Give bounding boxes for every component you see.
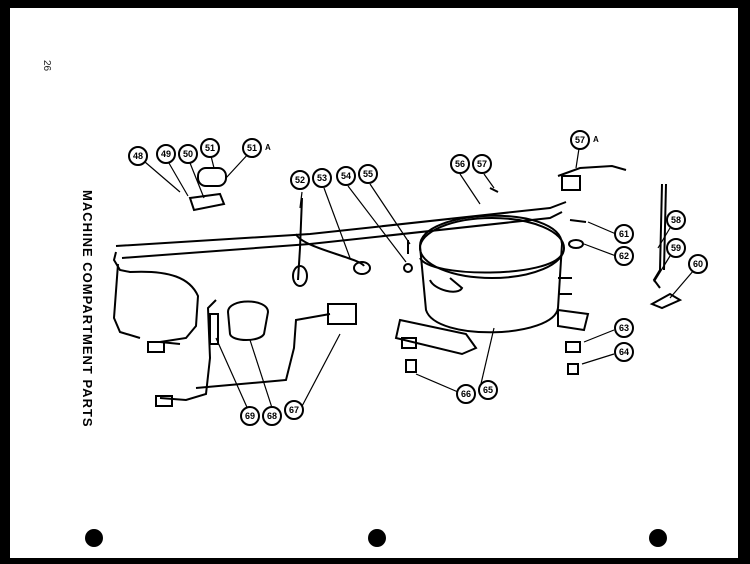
svg-text:69: 69 — [245, 411, 255, 421]
thermostat-clip — [649, 292, 683, 310]
callout-52: 52 — [290, 170, 310, 190]
callout-49: 49 — [156, 144, 176, 164]
callout-59: 59 — [666, 238, 686, 258]
svg-text:61: 61 — [619, 229, 629, 239]
base-plate-rear — [557, 308, 590, 332]
callout-64: 64 — [614, 342, 634, 362]
thermostat-capillary — [663, 183, 667, 271]
hanger-wire — [297, 197, 303, 281]
callout-58: 58 — [666, 210, 686, 230]
callout-63: 63 — [614, 318, 634, 338]
svg-text:66: 66 — [461, 389, 471, 399]
grommet-left-lower — [405, 359, 417, 373]
callout-48: 48 — [128, 146, 148, 166]
callout-51a: 51 A — [242, 138, 271, 158]
svg-text:A: A — [265, 143, 271, 152]
callout-62: 62 — [614, 246, 634, 266]
svg-text:65: 65 — [483, 385, 493, 395]
screw-61 — [569, 219, 587, 223]
svg-text:52: 52 — [295, 175, 305, 185]
cap-tube — [295, 233, 365, 267]
svg-text:51: 51 — [247, 143, 257, 153]
svg-text:68: 68 — [267, 411, 277, 421]
compressor — [418, 214, 572, 334]
capacitor-bracket — [188, 192, 226, 212]
overload-relay — [327, 303, 357, 325]
callout-66: 66 — [456, 384, 476, 404]
callout-51: 51 — [200, 138, 220, 158]
connector-upper — [147, 341, 165, 353]
section-title: MACHINE COMPARTMENT PARTS — [80, 190, 95, 428]
punch-hole-right — [649, 529, 667, 547]
svg-text:51: 51 — [205, 143, 215, 153]
washer-62 — [568, 239, 584, 249]
svg-text:57: 57 — [477, 159, 487, 169]
grommet-right — [565, 341, 581, 353]
svg-text:58: 58 — [671, 215, 681, 225]
svg-text:49: 49 — [161, 149, 171, 159]
run-capacitor — [226, 300, 270, 341]
punch-hole-left — [85, 529, 103, 547]
thermostat-bulb — [652, 183, 663, 289]
tubing-loop — [112, 251, 200, 343]
svg-text:55: 55 — [363, 169, 373, 179]
svg-text:A: A — [593, 135, 599, 144]
punch-hole-center — [368, 529, 386, 547]
drier — [353, 261, 371, 275]
wire-to-relay — [195, 313, 331, 389]
svg-text:56: 56 — [455, 159, 465, 169]
hanger-clip — [292, 265, 308, 287]
mount-washer — [403, 263, 413, 273]
tubing-loop-outer — [112, 263, 141, 339]
callout-55: 55 — [358, 164, 378, 184]
svg-text:64: 64 — [619, 347, 629, 357]
svg-text:54: 54 — [341, 171, 351, 181]
callout-65: 65 — [478, 380, 498, 400]
base-plate-front — [394, 318, 478, 356]
grommet-left — [401, 337, 417, 349]
svg-text:60: 60 — [693, 259, 703, 269]
grommet-right-lower — [567, 363, 579, 375]
svg-text:62: 62 — [619, 251, 629, 261]
tubing — [115, 201, 567, 247]
parts-diagram-page: 26 MACHINE COMPARTMENT PARTS — [10, 8, 738, 558]
svg-text:63: 63 — [619, 323, 629, 333]
callout-68: 68 — [262, 406, 282, 426]
svg-text:57: 57 — [575, 135, 585, 145]
callout-57a: 57 A — [570, 130, 599, 150]
callout-50: 50 — [178, 144, 198, 164]
wire-harness — [159, 299, 217, 402]
svg-text:53: 53 — [317, 173, 327, 183]
connector-lower — [155, 395, 173, 407]
callout-57: 57 — [472, 154, 492, 174]
callout-56: 56 — [450, 154, 470, 174]
svg-text:48: 48 — [133, 151, 143, 161]
callout-53-top: 53 — [312, 168, 332, 188]
capacitor — [197, 167, 227, 187]
svg-text:67: 67 — [289, 405, 299, 415]
capacitor-strap — [209, 313, 219, 345]
clamp-57 — [489, 187, 499, 193]
service-valve-body — [561, 175, 581, 191]
svg-text:59: 59 — [671, 243, 681, 253]
service-valve — [557, 164, 627, 177]
svg-text:50: 50 — [183, 149, 193, 159]
callout-69: 69 — [240, 406, 260, 426]
callout-61: 61 — [614, 224, 634, 244]
callout-54: 54 — [336, 166, 356, 186]
callout-67: 67 — [284, 400, 304, 420]
callout-60: 60 — [688, 254, 708, 274]
